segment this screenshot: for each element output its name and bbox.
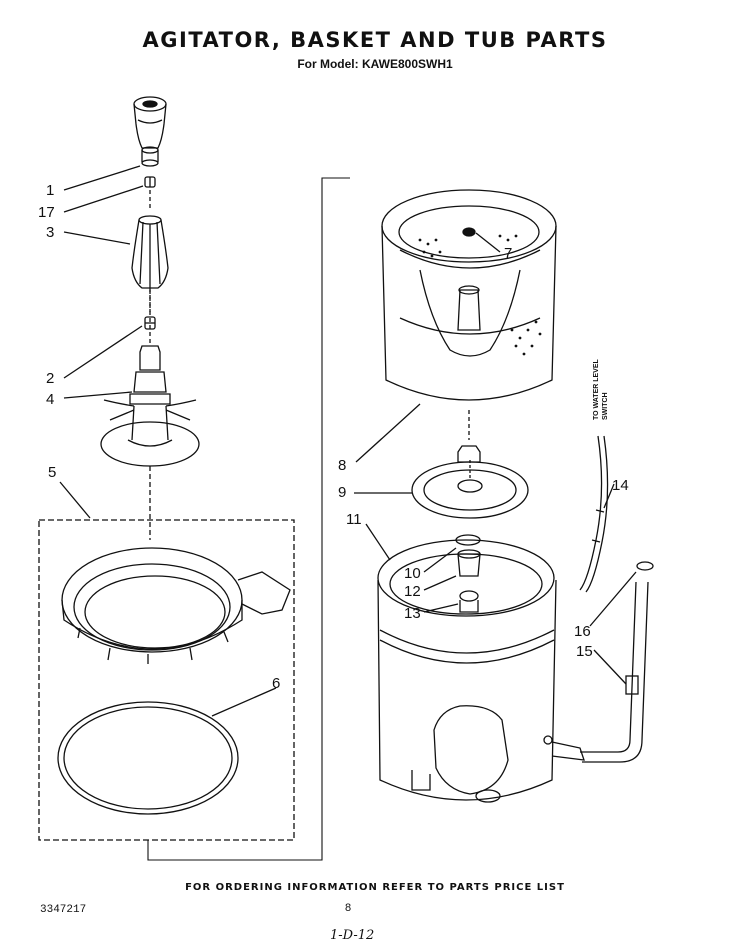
callout-14: 14 <box>612 477 629 494</box>
basket-hub <box>457 445 481 463</box>
agitator-cap <box>133 96 167 167</box>
outer-tub <box>377 539 557 803</box>
callout-15: 15 <box>576 643 593 660</box>
callout-10: 10 <box>404 565 421 582</box>
part-number: 3347217 <box>40 904 87 916</box>
page-number: 8 <box>345 902 352 914</box>
water-level-note-line1: TO WATER LEVEL <box>593 358 600 420</box>
callout-1: 1 <box>46 182 54 199</box>
page-title: AGITATOR, BASKET AND TUB PARTS <box>142 28 608 52</box>
callout-11: 11 <box>346 511 362 528</box>
callout-16: 16 <box>574 623 591 640</box>
handwritten-note: 1-D-12 <box>330 928 375 943</box>
agitator-barrel <box>131 215 169 312</box>
callout-17: 17 <box>38 204 55 221</box>
callout-13: 13 <box>404 605 421 622</box>
drive-ring <box>411 460 529 519</box>
callout-8: 8 <box>338 457 346 474</box>
gasket <box>57 701 239 815</box>
callout-3: 3 <box>46 224 54 241</box>
drain-hose <box>551 561 654 763</box>
clip-17 <box>144 176 156 188</box>
tub-ring <box>61 547 291 664</box>
ordering-note: FOR ORDERING INFORMATION REFER TO PARTS … <box>185 882 565 893</box>
callout-7: 7 <box>504 245 512 262</box>
model-subtitle: For Model: KAWE800SWH1 <box>297 57 453 71</box>
callout-12: 12 <box>404 583 421 600</box>
callout-4: 4 <box>46 391 54 408</box>
callout-2: 2 <box>46 370 54 387</box>
callout-9: 9 <box>338 484 346 501</box>
callout-6: 6 <box>272 675 280 692</box>
wash-basket <box>381 189 557 440</box>
water-level-note-line2: SWITCH <box>602 392 609 420</box>
center-post-parts <box>455 534 481 613</box>
agitator-base <box>100 345 200 540</box>
hose-14 <box>579 435 609 593</box>
callout-5: 5 <box>48 464 56 481</box>
